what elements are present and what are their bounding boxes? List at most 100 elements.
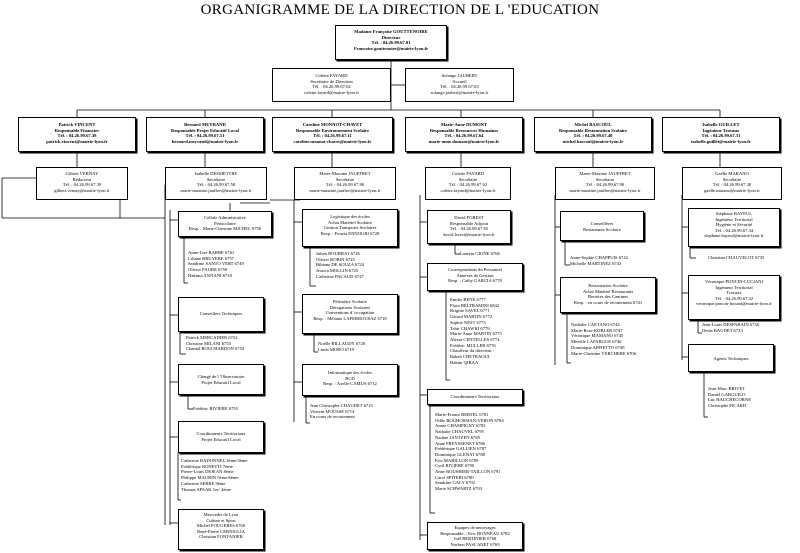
- informatique-staff-list: Jean Christophe CHAUDET 6715 Vincent MOU…: [310, 403, 373, 420]
- head-role: Ingénieur Travaux: [702, 127, 740, 133]
- list-item: Jean-Louis DESPARAIN 6736: [702, 322, 759, 327]
- head-email: bernard.meyrand@mairie-lyon.fr: [171, 138, 239, 144]
- unit-member: René-Pierre CERNIGLIA: [197, 528, 245, 534]
- list-item: Denis BAUDET 6733: [702, 327, 743, 333]
- head-email: patrick.vincent@mairie-lyon.fr: [46, 138, 108, 144]
- head-name: Marie-Anne DUMONT: [440, 122, 488, 127]
- assistant-left-box: Colette FAYARD Secrétaire de Direction T…: [272, 68, 391, 102]
- unit-subtitle: Achat Matériel Scolaire: [328, 219, 372, 225]
- person-email: stephane.bayeul@mairie-lyon.fr: [704, 233, 764, 239]
- list-item: Gérard MARTIN 6772: [450, 314, 493, 320]
- agents-staff-list: Jean-Marc BRIVET Daniel GARGUILO Luc HAU…: [708, 386, 751, 409]
- list-item: Anne-Lise BARBE 6761: [188, 250, 235, 255]
- secretary-email: gilbert.vernay@mairie-lyon.fr: [54, 187, 110, 193]
- head-phone: Tél. : 04.26.99.67.40: [573, 133, 613, 139]
- unit-resp: Responsable. : Eric BONNEAU 6782: [440, 530, 510, 536]
- list-item: Eric MABILLON 6789: [435, 457, 479, 463]
- hygiene-securite-box: Stéphane BAYEUL Ingénieur Territorial Hy…: [688, 208, 780, 247]
- secretary-phone: Tél. : 04.26.99.67.90: [585, 182, 625, 188]
- list-item: Marie-Rose KOBLER 6747: [571, 327, 623, 333]
- unit-title: Mercredis de Lyon: [203, 512, 239, 517]
- unit-resp: Resp. : en cours de recrutement 6741: [573, 299, 643, 305]
- unit-resp: Resp. : Mélanie LAPERROUSAZ 6718: [313, 315, 387, 321]
- list-item: Noëlle BILLAUDY 6720: [318, 341, 366, 346]
- coordinateurs-pel-box: Coordinateurs Territoriaux Projet Educat…: [178, 421, 264, 453]
- list-item: Luc HAUCHECORNE: [708, 397, 751, 403]
- director-box: Madame Françoise GOUTTENOIRE Directeur T…: [335, 25, 447, 60]
- coordinateurs-territoriaux-list: Marie-France BERTEL 6781 Odile BOGHOSSIA…: [435, 412, 504, 492]
- person-role: Travaux: [726, 290, 742, 296]
- list-item: Hakim QIBAA: [450, 359, 479, 365]
- head-name: Bernard MEYRAND: [184, 122, 226, 127]
- head-email: caroline.monnot-chavet@mairie-lyon.fr: [293, 138, 372, 144]
- list-item: Marie-Christine VERCHERE 6706: [571, 350, 636, 356]
- unit-member: Joël BERTINIER 6768: [453, 536, 497, 542]
- list-item: Frédéric MULLER 6776: [450, 342, 496, 348]
- list-item: Frédéric RIVIERE 6755: [193, 406, 238, 411]
- head-phone: Tél. : 04.26.99.67.11: [313, 133, 352, 139]
- list-item: Catherine BADONNEL 2ème/3ème: [181, 458, 248, 463]
- head-email: isabelle.guillet@mairie-lyon.fr: [691, 138, 751, 144]
- head-finance-box: Patrick VINCENT Responsable Financier Té…: [18, 117, 136, 152]
- head-role: Responsable Projet Educatif Local: [171, 127, 239, 133]
- list-item: Daniel GARGUILO: [708, 391, 746, 397]
- secretary-name: Marie-Maxime JAUFFRET: [319, 171, 371, 176]
- coordinateurs-pel-list: Catherine BADONNEL 2ème/3ème Frédérique …: [181, 458, 247, 492]
- unit-subtitle: Projet Educatif Local: [201, 436, 241, 442]
- unit-title: Restauration Scolaire: [588, 283, 628, 288]
- unit-title: Correspondants du Personnel: [448, 267, 502, 272]
- secretary-name: Gilbert VERNAY: [65, 171, 99, 176]
- secretary-box: Isabelle DESMETTRE Secrétaire Tél. : 04.…: [165, 167, 267, 200]
- head-environnement-box: Caroline MONNOT-CHAVET Responsable Envir…: [272, 117, 393, 152]
- list-item: Carol SPITERI 6780: [435, 474, 474, 480]
- director-email: Francoise.gouttenoire@mairie-lyon.fr: [353, 45, 429, 51]
- unit-subtitle: Périscolaire: [214, 220, 236, 226]
- secretary-phone: Tél. : 04.26.99.67.30: [712, 182, 752, 188]
- unit-subtitle: Culture et Sport: [206, 517, 236, 523]
- unit-title: Logistique des écoles: [330, 214, 370, 219]
- secretary-phone: Tél. : 04.26.99.67.50: [196, 182, 236, 188]
- secretary-role: Secrétaire: [335, 176, 355, 182]
- assistant-right-email: solange.jaubert@mairie-lyon.fr: [430, 89, 489, 95]
- list-item: Brigitte SAVEL 6771: [450, 308, 490, 314]
- head-rh-box: Marie-Anne DUMONT Responsable Ressources…: [405, 117, 523, 152]
- responsable-adjoint-box: David FOREST Responsable Adjoint Tél. : …: [427, 210, 511, 244]
- head-projet-box: Bernard MEYRAND Responsable Projet Educa…: [146, 117, 264, 152]
- head-role: Responsable Financier: [54, 127, 100, 133]
- person-role: Ingénieur Territorial: [715, 216, 753, 222]
- list-item: Linda MORO 6719: [318, 346, 354, 352]
- secretary-email: marie-maxime.jauffret@mairie-lyon.fr: [569, 187, 641, 193]
- list-item: Odile BOGHOSSIAN-VERON 6784: [435, 417, 504, 423]
- unit-subtitle: Recettes des Cantines: [587, 294, 629, 300]
- list-item: Chauffeur du directeur :: [450, 348, 495, 354]
- unit-resp: Resp. : Fouzia ENNOURI 6728: [320, 230, 380, 236]
- head-travaux-box: Isabelle GUILLET Ingénieur Travaux Tél. …: [662, 117, 780, 152]
- unit-subtitle: Gestion Transports Scolaires: [323, 225, 377, 231]
- unit-resp: Resp. : Axelle CAMUS 6712: [323, 381, 377, 387]
- secretary-box: Marie-Maxime JAUFFRET Secrétaire Tél. : …: [294, 167, 396, 200]
- list-item: Christian CHAUVELOT 6735: [708, 255, 765, 260]
- list-item: En cours de recrutement: [310, 414, 355, 420]
- list-item: Nathalie CAETANO 6744: [571, 322, 620, 327]
- list-item: Chantal BOUCHARDON 6754: [186, 346, 245, 352]
- unit-subtitle: Conventions d 'occupation: [325, 310, 375, 316]
- list-item: Jean-Marc BRIVET: [708, 386, 746, 391]
- assistant-right-name: Solange JAUBERT: [441, 73, 478, 78]
- list-item: Anne-Sophie CHAPPUIS 6742: [570, 255, 628, 260]
- list-item: Annie CHAMPIGNY 6783: [435, 423, 486, 429]
- head-role: Responsable Ressources Humaines: [429, 127, 499, 133]
- informatique-box: Informatique des écoles BCD Resp. : Axel…: [302, 364, 398, 396]
- perimetre-scolaire-box: Périmètre Scolaire Dérogations Scolaires…: [302, 294, 398, 334]
- unit-title: Agents Techniques: [713, 356, 749, 361]
- person-role: Ingénieur Territorial: [715, 284, 753, 290]
- list-item: Bibiane DE SOUZA 6724: [316, 262, 365, 268]
- head-phone: Tél. : 04.26.99.67.64: [444, 133, 484, 139]
- unit-title: Coordinateurs Territoriaux: [196, 431, 246, 436]
- unit-subtitle: Annexes de Gestion: [456, 272, 494, 278]
- secretary-email: gaelle.marano@mairie-lyon.fr: [704, 187, 760, 193]
- person-phone: Tél. : 04.26.99.67.34: [714, 227, 754, 233]
- conseilleres-staff-list: Anne-Sophie CHAPPUIS 6742 Michelle MARTI…: [570, 255, 628, 266]
- list-item: Laurent CIONE 6766: [460, 251, 500, 256]
- conseillers-techniques-box: Conseillers Techniques: [178, 297, 264, 332]
- secretary-box: Marie-Maxime JAUFFRET Secrétaire Tél. : …: [555, 167, 655, 200]
